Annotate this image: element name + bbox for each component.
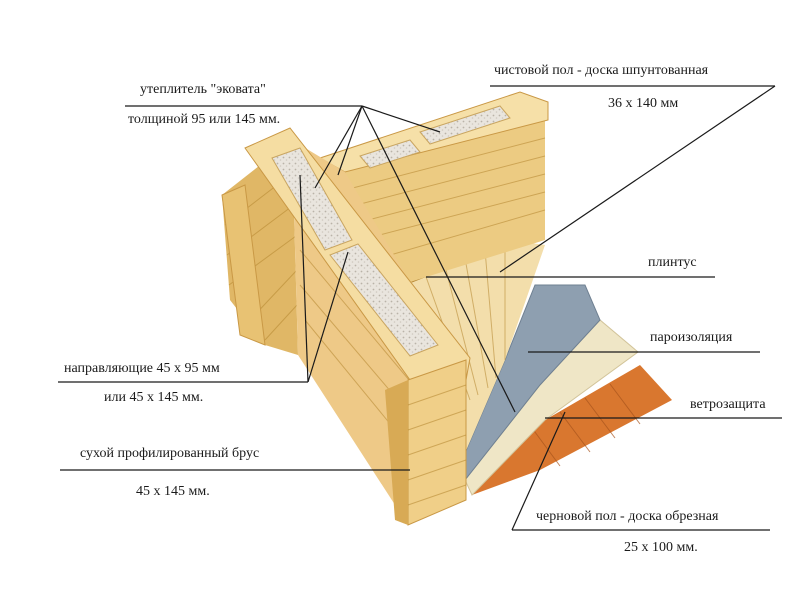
beam-label: сухой профилированный брус [80, 446, 260, 461]
back-wall-insulation-2 [419, 105, 511, 145]
wind-barrier-label: ветрозащита [690, 397, 766, 412]
guides-label: направляющие 45 x 95 мм [64, 361, 220, 376]
finish-floor-boards [424, 243, 506, 401]
beam-size-label: 45 x 145 мм. [136, 484, 210, 499]
rough-floor-label: черновой пол - доска обрезная [536, 509, 719, 524]
corner-beam-front [407, 359, 467, 526]
vapor-barrier-label: пароизоляция [650, 330, 733, 345]
rough-floor-layer [472, 365, 672, 495]
finish-floor-label: чистовой пол - доска шпунтованная [494, 63, 709, 78]
front-wall-insulation-1 [271, 147, 353, 251]
leader-lines [58, 85, 782, 531]
finish-floor-size-label: 36 x 140 мм [608, 96, 679, 111]
rough-floor-size-label: 25 x 100 мм. [624, 540, 698, 555]
insulation-thickness-label: толщиной 95 или 145 мм. [128, 112, 281, 127]
corner-beam-side [385, 380, 408, 525]
back-wall-insulation-1 [359, 139, 421, 169]
vapor-barrier-layer [461, 284, 601, 482]
insulation-label: утеплитель "эковата" [140, 82, 266, 97]
corner-beam-boards [407, 384, 467, 506]
front-wall-insulation-2 [329, 243, 439, 357]
guides-alt-size-label: или 45 x 145 мм. [104, 390, 204, 405]
left-post [221, 184, 266, 346]
finish-floor-surface [410, 240, 545, 460]
baseboard-label: плинтус [648, 255, 697, 270]
